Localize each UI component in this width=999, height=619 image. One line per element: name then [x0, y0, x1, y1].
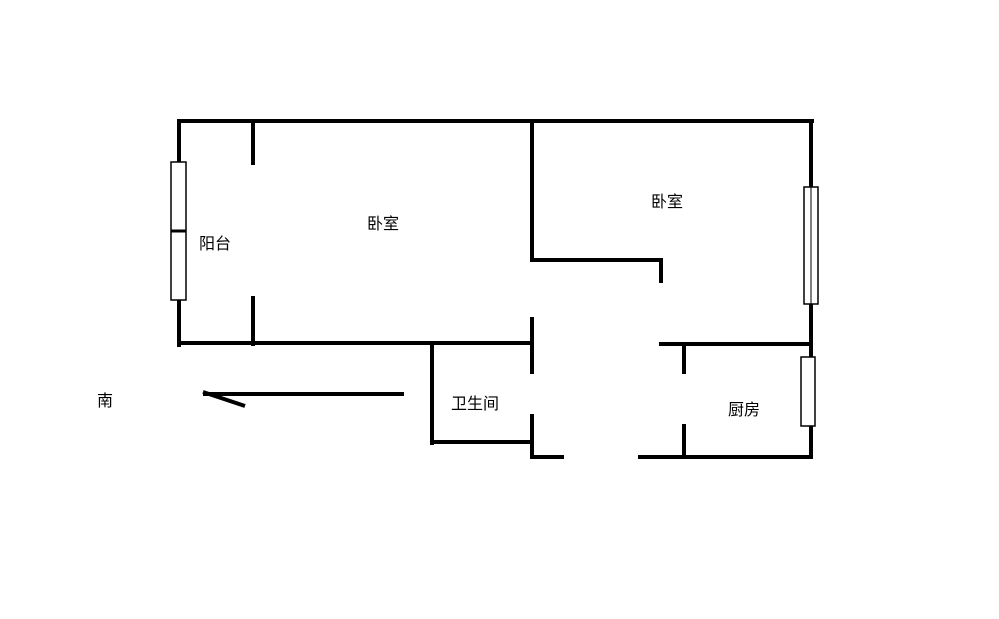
balcony-label: 阳台 [198, 234, 232, 253]
bathroom-label: 卫生间 [450, 394, 500, 413]
main-bedroom-label: 卧室 [366, 214, 400, 233]
compass-south-label: 南 [96, 391, 114, 410]
windows [170, 161, 819, 427]
kitchen-window [800, 356, 816, 427]
second-bedroom-label: 卧室 [650, 192, 684, 211]
south-arrow [202, 390, 404, 408]
kitchen-label: 厨房 [727, 400, 761, 419]
